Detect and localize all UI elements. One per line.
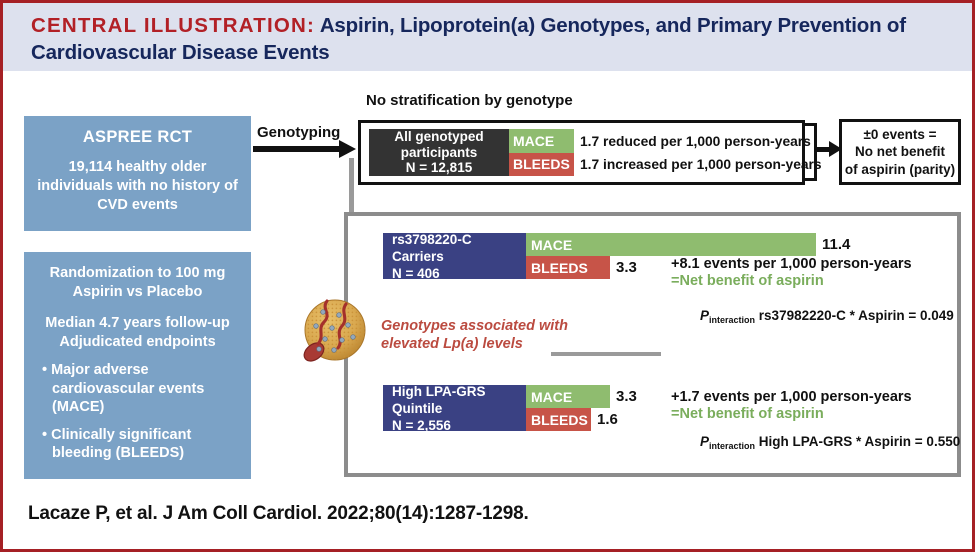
result-arrow-icon [815,141,842,157]
rs3798220-mace-bar: MACE [526,233,816,256]
high-lpa-grs-cell: High LPA-GRS Quintile N = 2,556 [383,383,526,433]
lpa-caption-line2: elevated Lp(a) levels [381,335,523,352]
high-lpa-grs-mace-value: 3.3 [616,388,637,405]
rs3798220-mace-value: 11.4 [822,236,851,253]
page-title-text: Aspirin, Lipoprotein(a) Genotypes, and P… [31,14,906,64]
high-lpa-grs-n: N = 2,556 [392,417,451,433]
high-lpa-grs-net-line2: =Net benefit of aspirin [671,406,824,422]
p-subscript: interaction [709,441,756,451]
high-lpa-grs-bleeds-value: 1.6 [597,411,618,428]
p-subscript: interaction [709,315,756,325]
high-lpa-grs-bars: MACE 3.3 BLEEDS 1.6 [526,385,637,431]
left-column: ASPREE RCT 19,114 healthy older individu… [24,116,251,479]
result-line-3: of aspirin (parity) [844,161,956,177]
followup-line: Median 4.7 years follow-up Adjudicated e… [45,315,230,350]
mace-label: MACE [509,129,574,153]
bleeds-label: BLEEDS [509,152,574,176]
rs3798220-bleeds-row: BLEEDS 3.3 [526,256,850,279]
high-lpa-grs-net-line1: +1.7 events per 1,000 person-years [671,389,912,405]
rs3798220-net-line1: +8.1 events per 1,000 person-years [671,256,912,272]
high-lpa-grs-net-benefit: +1.7 events per 1,000 person-years =Net … [671,389,912,422]
no-net-benefit-panel: ±0 events = No net benefit of aspirin (p… [839,119,961,185]
table-row: rs3798220-C Carriers N = 406 MACE 11.4 B… [383,231,850,281]
p-value-text: rs37982220-C * Aspirin = 0.049 [758,308,954,323]
no-stratification-values: 1.7 reduced per 1,000 person-years 1.7 i… [580,129,822,176]
rs3798220-mace-row: MACE 11.4 [526,233,850,256]
list-item: • Clinically significant bleeding (BLEED… [42,426,192,462]
high-lpa-grs-name: High LPA-GRS Quintile [392,383,486,416]
list-item: • Major adverse cardiovascular events (M… [42,362,205,415]
genotyping-connector: Genotyping [253,124,363,158]
mace-bleeds-stack: MACE BLEEDS [509,129,574,176]
high-lpa-grs-bleeds-row: BLEEDS 1.6 [526,408,637,431]
page-title: CENTRAL ILLUSTRATION: Aspirin, Lipoprote… [31,12,946,66]
lpa-connector-line [551,352,661,356]
high-lpa-grs-bleeds-bar: BLEEDS [526,408,591,431]
aspree-rct-subtitle: 19,114 healthy older individuals with no… [37,159,238,213]
all-genotyped-cell: All genotyped participants N = 12,815 [369,129,509,176]
high-lpa-grs-mace-bar: MACE [526,385,610,408]
rs3798220-name: rs3798220-C Carriers [392,231,472,264]
lpa-caption: Genotypes associated with elevated Lp(a)… [381,318,568,353]
rs3798220-p-interaction: Pinteraction rs37982220-C * Aspirin = 0.… [700,308,954,325]
p-symbol: P [700,308,710,323]
randomization-line: Randomization to 100 mg Aspirin vs Place… [49,265,226,300]
genotyping-arrow-icon [253,140,357,158]
lpa-caption-line1: Genotypes associated with [381,318,568,334]
no-stratification-panel: All genotyped participants N = 12,815 MA… [358,120,822,185]
citation-footer: Lacaze P, et al. J Am Coll Cardiol. 2022… [28,503,529,524]
rs3798220-carriers-cell: rs3798220-C Carriers N = 406 [383,231,526,281]
result-bracket-icon [803,123,817,181]
table-row: High LPA-GRS Quintile N = 2,556 MACE 3.3… [383,383,637,433]
no-stratification-title: No stratification by genotype [366,92,573,109]
mace-value-text: 1.7 reduced per 1,000 person-years [580,133,811,149]
endpoint-list: • Major adverse cardiovascular events (M… [36,361,239,463]
rs3798220-bleeds-bar: BLEEDS [526,256,610,279]
lipoprotein-a-particle-icon [299,295,371,367]
all-genotyped-n: N = 12,815 [405,160,473,176]
rs3798220-n: N = 406 [392,265,440,281]
result-line-1: ±0 events = [863,126,937,142]
rs3798220-net-benefit: +8.1 events per 1,000 person-years =Net … [671,256,912,289]
table-row: All genotyped participants N = 12,815 MA… [369,129,574,176]
all-genotyped-label: All genotyped participants [394,129,484,160]
aspree-rct-box: ASPREE RCT 19,114 healthy older individu… [24,116,251,231]
figure-header: CENTRAL ILLUSTRATION: Aspirin, Lipoprote… [3,3,972,73]
genotyping-label: Genotyping [257,124,341,141]
result-line-2: No net benefit [855,144,945,160]
p-value-text: High LPA-GRS * Aspirin = 0.550 [758,434,961,449]
randomization-box: Randomization to 100 mg Aspirin vs Place… [24,252,251,479]
central-illustration-label: CENTRAL ILLUSTRATION: [31,14,316,37]
p-symbol: P [700,434,710,449]
rs3798220-bars: MACE 11.4 BLEEDS 3.3 [526,233,850,279]
aspree-rct-title: ASPREE RCT [82,128,193,146]
rs3798220-net-line2: =Net benefit of aspirin [671,273,824,289]
high-lpa-grs-mace-row: MACE 3.3 [526,385,637,408]
bleeds-value-text: 1.7 increased per 1,000 person-years [580,156,822,172]
high-lpa-grs-p-interaction: Pinteraction High LPA-GRS * Aspirin = 0.… [700,434,961,451]
rs3798220-bleeds-value: 3.3 [616,259,637,276]
